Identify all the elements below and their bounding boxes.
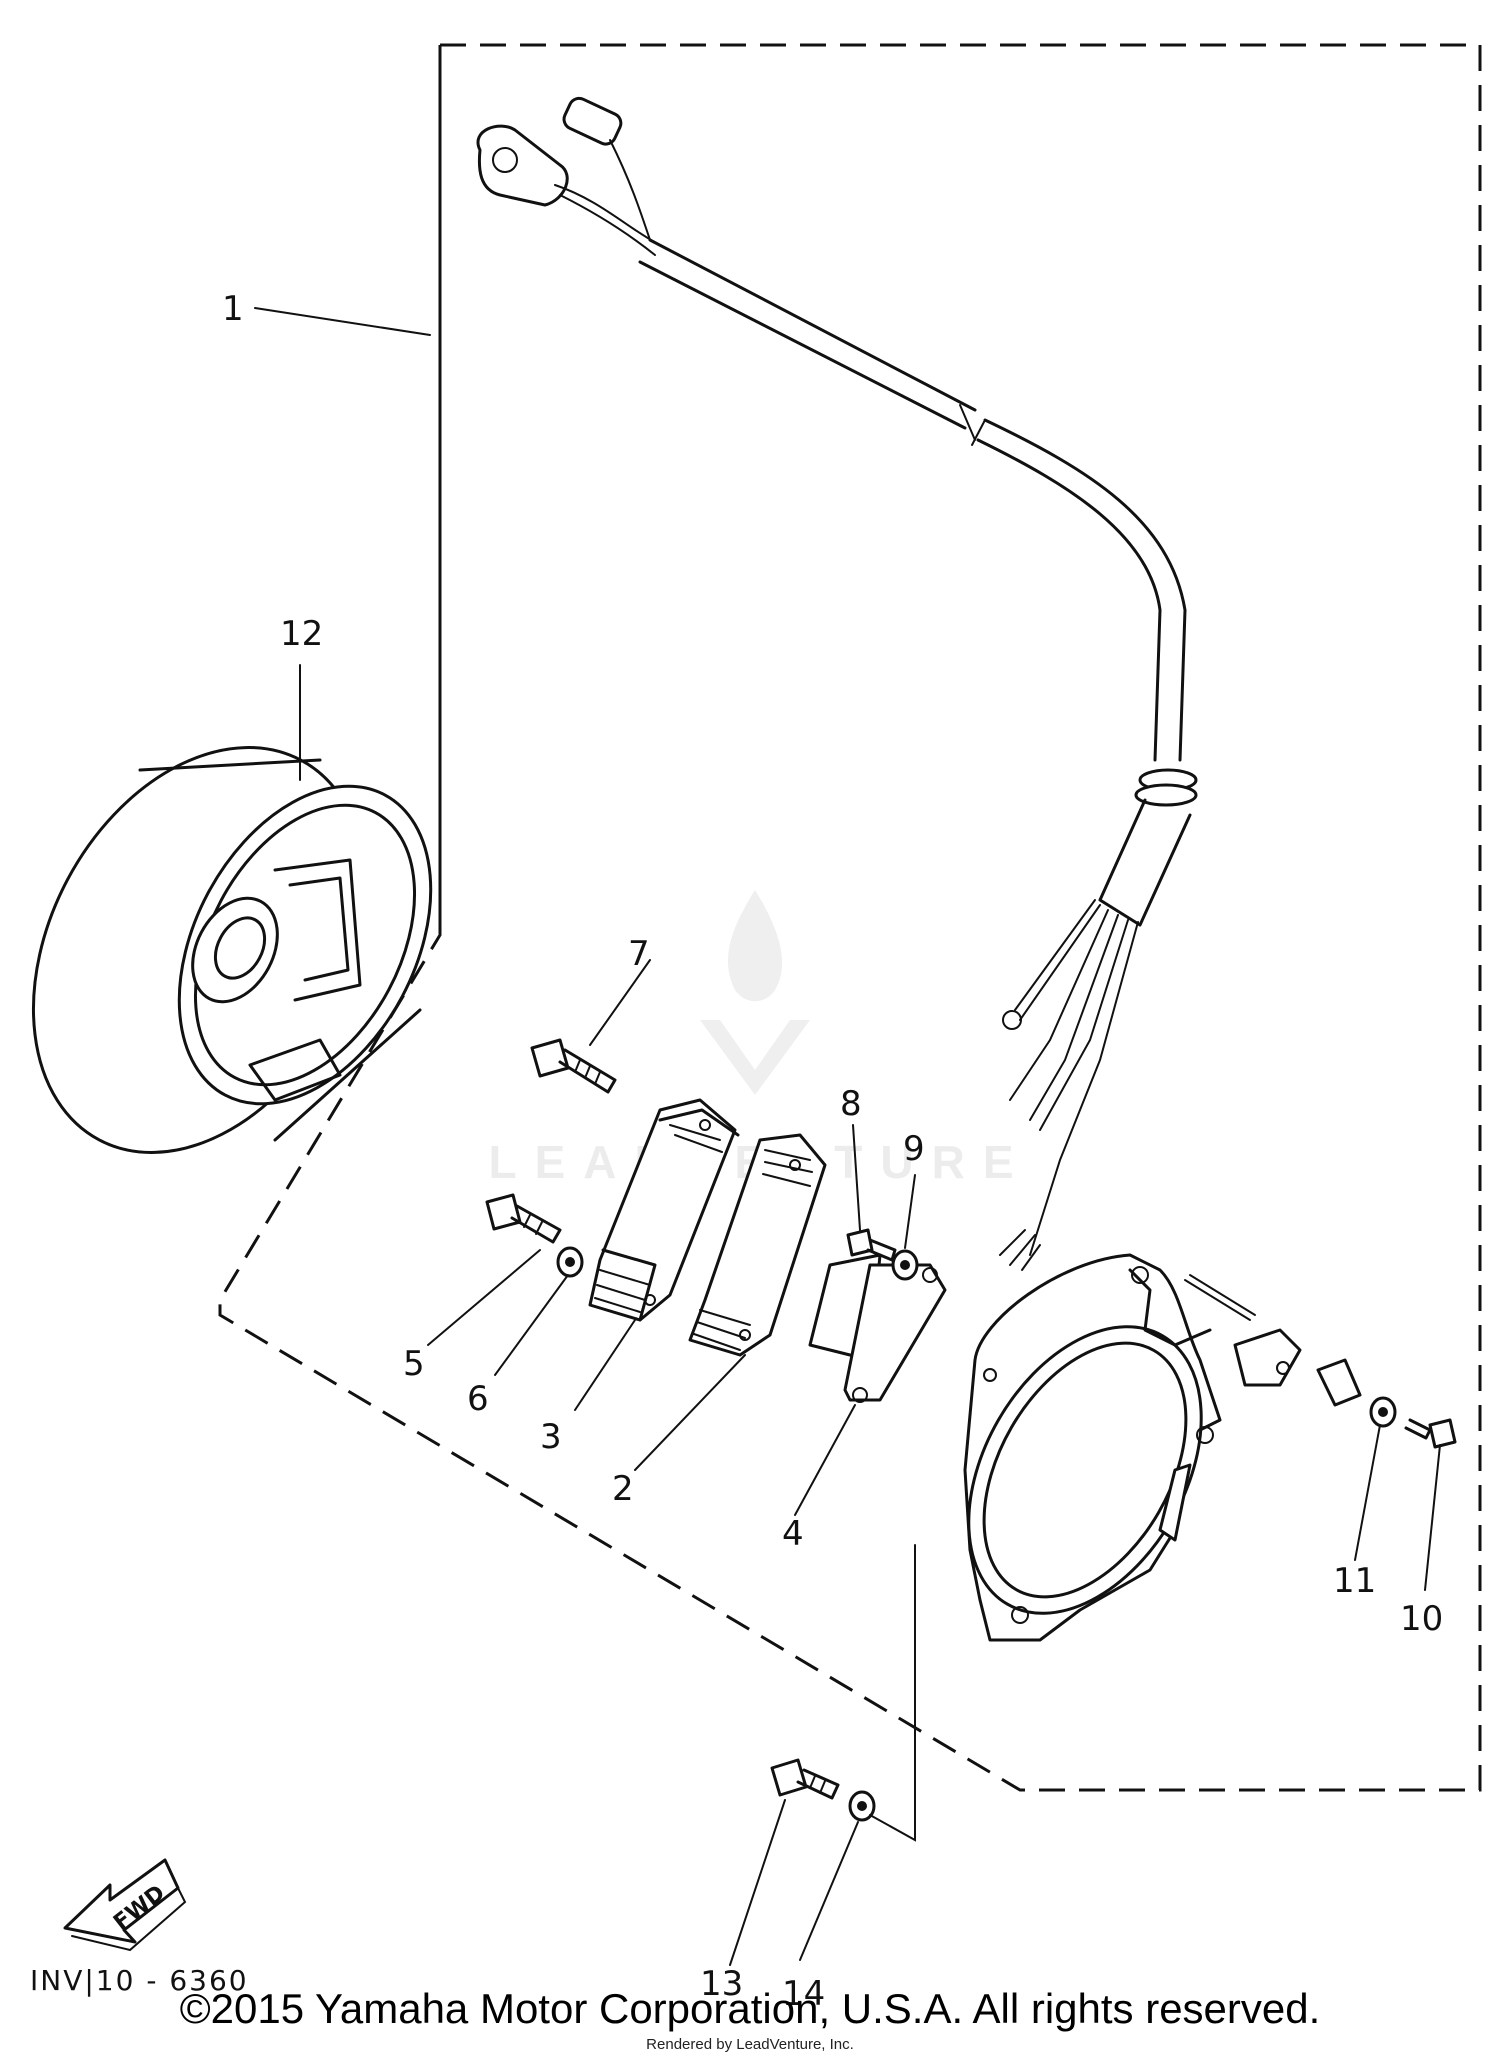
ground-terminal: [1184, 1274, 1302, 1387]
rendered-by-credit: Rendered by LeadVenture, Inc.: [646, 2036, 854, 2053]
flywheel-rotor: [31, 746, 433, 1154]
callout-10: 10: [1400, 1599, 1443, 1639]
screw-8: [846, 1228, 897, 1262]
leadventure-logo-watermark: [700, 890, 810, 1095]
wire-harness: [476, 96, 1198, 1271]
figure-code: INV|10 - 6360: [30, 1964, 249, 1997]
callout-9: 9: [903, 1129, 925, 1169]
callout-2: 2: [612, 1469, 634, 1509]
screw-10: [1404, 1418, 1457, 1449]
coil-3: [588, 1098, 740, 1322]
copyright-notice: ©2015 Yamaha Motor Corporation, U.S.A. A…: [179, 1985, 1321, 2032]
forward-arrow-icon: FWD: [63, 1858, 187, 1952]
callout-6: 6: [467, 1379, 489, 1419]
washer-14: [848, 1790, 876, 1822]
mount-leader: [869, 1544, 916, 1842]
bolt-7: [530, 1038, 617, 1094]
washer-11: [1369, 1396, 1397, 1428]
leader-lines: [254, 307, 1441, 1966]
callout-14: 14: [782, 1974, 825, 2014]
callout-3: 3: [540, 1417, 562, 1457]
washer-9: [891, 1249, 919, 1281]
washer-6: [556, 1246, 584, 1278]
callout-13: 13: [700, 1964, 743, 2004]
stator-base-plate: [963, 1253, 1222, 1642]
callout-11: 11: [1333, 1561, 1376, 1601]
pulser-coil-4: [808, 1253, 947, 1403]
callout-5: 5: [403, 1344, 425, 1384]
coil-2: [688, 1133, 827, 1357]
spacer-collar: [1316, 1358, 1362, 1407]
callout-7: 7: [628, 934, 650, 974]
callout-4: 4: [782, 1514, 804, 1554]
callout-8: 8: [840, 1084, 862, 1124]
bolt-5: [485, 1193, 562, 1244]
callout-1: 1: [222, 289, 244, 329]
callout-12: 12: [280, 614, 323, 654]
bolt-13: [770, 1758, 840, 1800]
